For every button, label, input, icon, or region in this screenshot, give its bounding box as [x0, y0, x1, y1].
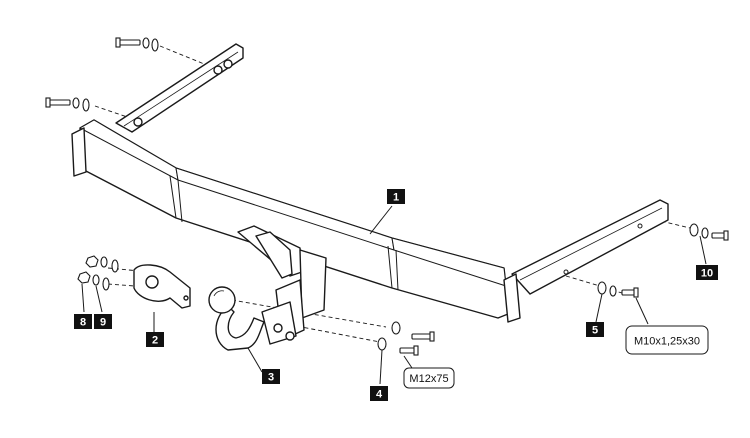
- callout-part-9: 9: [94, 314, 112, 329]
- bolt-icon: [117, 39, 141, 46]
- bolt-set-top-left: [115, 37, 159, 52]
- socket-plate-part-2: [133, 264, 191, 309]
- callout-part-10: 10: [696, 265, 718, 280]
- washer-icon: [82, 98, 90, 112]
- callout-label: 3: [268, 372, 274, 384]
- callout-label: 9: [100, 317, 106, 329]
- bolt-set-part-4: [377, 321, 435, 356]
- spec-label-m10x1-25x30: M10x1,25x30: [625, 325, 709, 355]
- callout-part-4: 4: [370, 386, 388, 401]
- bolt-icon: [411, 333, 433, 340]
- nut-icon: [85, 255, 99, 268]
- washer-icon: [100, 256, 108, 268]
- callout-label: 8: [80, 317, 86, 329]
- callout-part-5: 5: [586, 322, 604, 337]
- callout-badges: 1 2 3 4 5 8 9 10: [74, 189, 718, 401]
- nut-icon: [133, 117, 143, 127]
- nut-icon: [223, 59, 233, 69]
- bolt-set-part-10: [689, 223, 729, 241]
- spec-label-m12x75: M12x75: [403, 367, 455, 389]
- bolt-set-left: [45, 97, 90, 112]
- hardware: [45, 37, 729, 356]
- washer-icon: [689, 223, 699, 237]
- spec-text: M12x75: [409, 373, 448, 385]
- washer-icon: [597, 281, 607, 295]
- washer-icon: [142, 37, 150, 49]
- callout-label: 5: [592, 325, 598, 337]
- callout-part-1: 1: [387, 189, 405, 204]
- callout-part-3: 3: [262, 369, 280, 384]
- spec-text: M10x1,25x30: [634, 336, 700, 348]
- callout-label: 1: [393, 192, 399, 204]
- washer-icon: [111, 259, 119, 273]
- washer-icon: [102, 277, 110, 291]
- callout-label: 2: [152, 335, 158, 347]
- callout-label: 10: [701, 268, 713, 280]
- nut-icon: [77, 271, 91, 284]
- callout-part-2: 2: [146, 332, 164, 347]
- bolt-spec-labels: M12x75 M10x1,25x30: [403, 325, 709, 389]
- crossbar-part-1: [71, 43, 669, 323]
- nut-icon: [213, 65, 223, 75]
- washer-icon: [377, 337, 387, 351]
- socket-hardware: [77, 255, 119, 291]
- washer-icon: [72, 97, 80, 109]
- bolt-set-part-5: [597, 281, 639, 298]
- leader-lines: [81, 205, 707, 385]
- right-side-bracket: [511, 199, 669, 295]
- callout-label: 4: [376, 389, 383, 401]
- washer-icon: [92, 274, 100, 286]
- bolt-icon: [47, 99, 71, 106]
- callout-part-8: 8: [74, 314, 92, 329]
- left-side-bracket: [115, 43, 244, 133]
- washer-icon: [609, 285, 617, 297]
- ball-hitch-part-3: [208, 225, 327, 351]
- washer-icon: [701, 227, 709, 239]
- washer-icon: [151, 38, 159, 52]
- washer-icon: [391, 321, 401, 335]
